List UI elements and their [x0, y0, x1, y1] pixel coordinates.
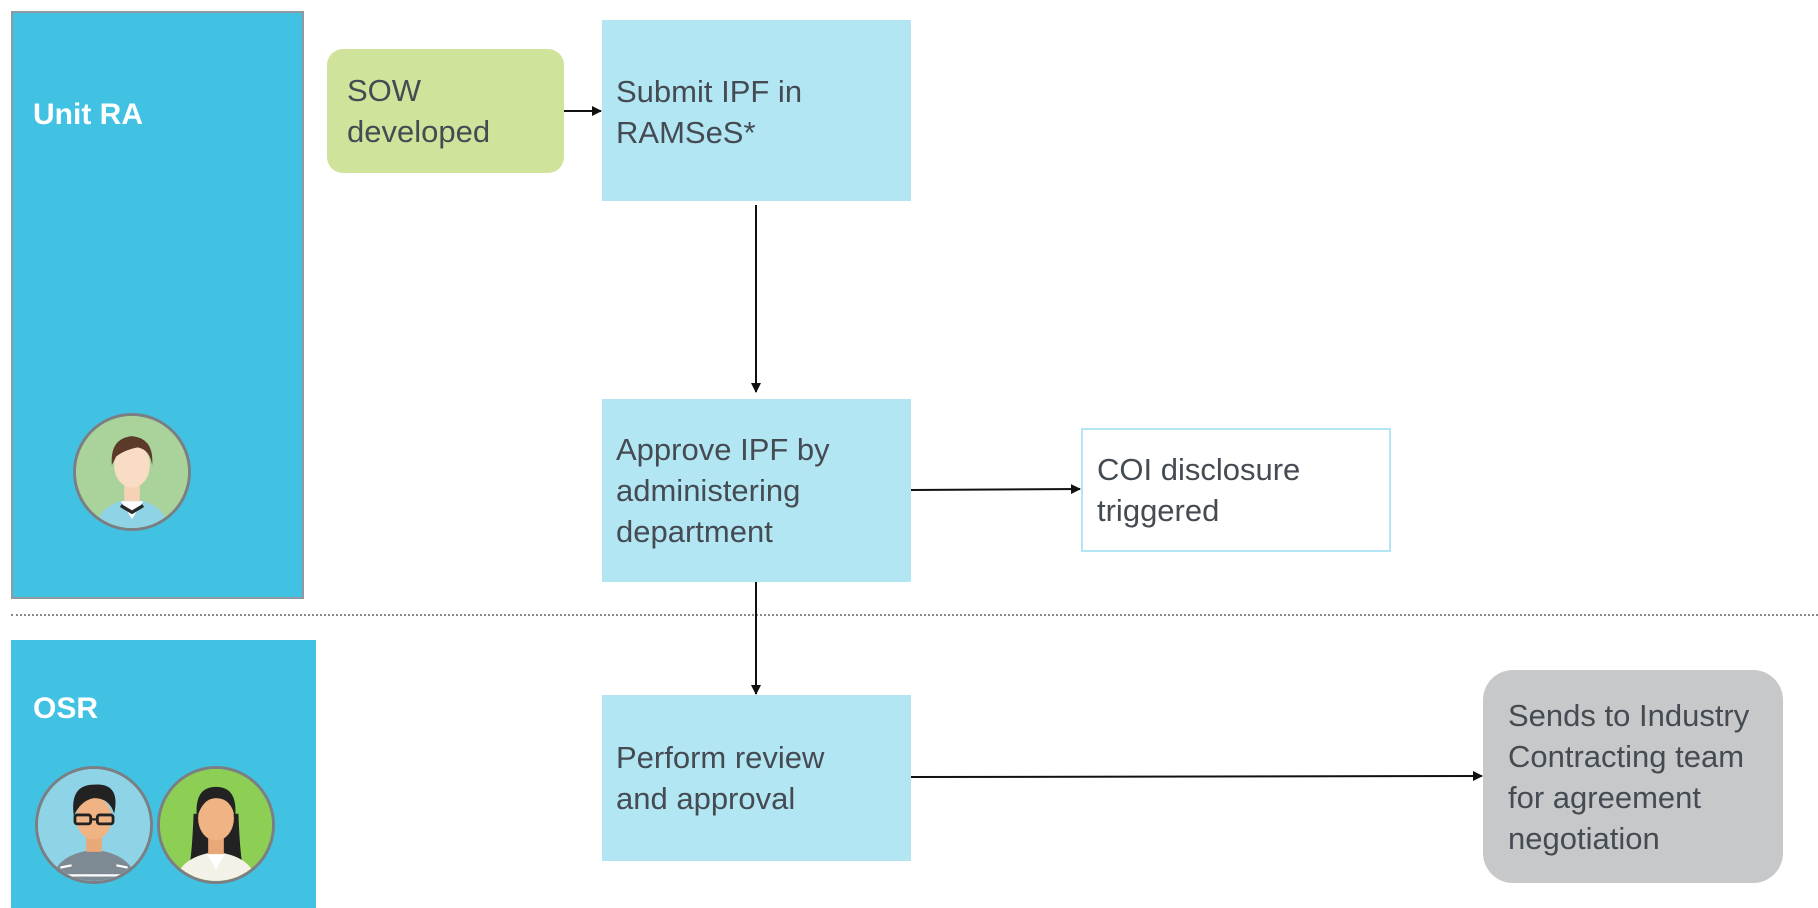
- lane-label-osr: OSR: [33, 692, 99, 725]
- step-review-approval: Perform review and approval: [602, 695, 911, 861]
- step-industry-contracting: Sends to Industry Contracting team for a…: [1483, 670, 1783, 883]
- step-submit-ipf-label: Submit IPF in RAMSeS*: [616, 74, 803, 150]
- arrow-approve-to-coi: [910, 484, 1081, 495]
- step-approve-ipf: Approve IPF by administering department: [602, 399, 911, 582]
- person-avatar-icon: [35, 766, 153, 884]
- person-avatar-icon: [73, 413, 191, 531]
- step-review-approval-label: Perform review and approval: [616, 740, 825, 816]
- lane-divider: [11, 614, 1818, 616]
- person-avatar-icon: [157, 766, 275, 884]
- step-submit-ipf: Submit IPF in RAMSeS*: [602, 20, 911, 201]
- step-coi-disclosure: COI disclosure triggered: [1081, 428, 1391, 552]
- step-approve-ipf-label: Approve IPF by administering department: [616, 432, 830, 549]
- lane-unit-ra: Unit RA: [11, 11, 304, 599]
- step-industry-contracting-label: Sends to Industry Contracting team for a…: [1508, 697, 1750, 856]
- lane-label-unit-ra: Unit RA: [33, 98, 143, 131]
- arrow-review-to-industry: [910, 771, 1483, 782]
- lane-osr: OSR: [11, 640, 316, 908]
- step-sow-developed-label: SOW developed: [347, 73, 491, 149]
- step-coi-disclosure-label: COI disclosure triggered: [1097, 452, 1301, 528]
- step-sow-developed: SOW developed: [327, 49, 564, 173]
